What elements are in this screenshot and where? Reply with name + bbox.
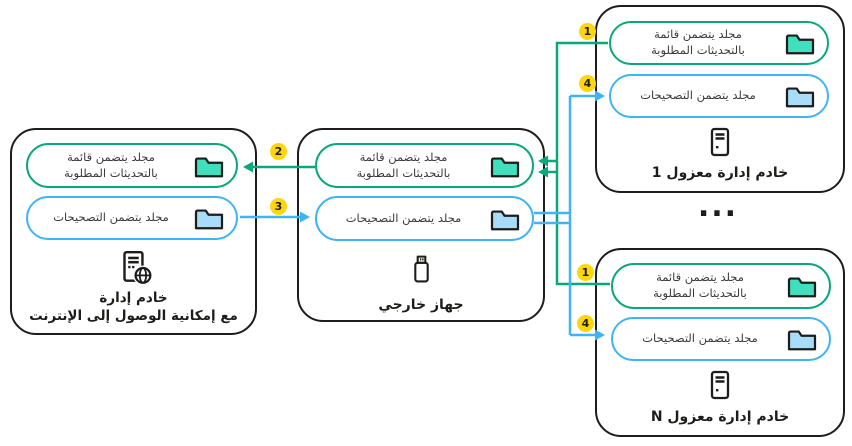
updates-folder-label-line2: بالتحديثات المطلوبة [356, 165, 451, 180]
updates-folder-label: مجلد يتضمن قائمة بالتحديثات المطلوبة [328, 150, 479, 181]
updates-folder-label-line1: مجلد يتضمن قائمة [656, 270, 744, 285]
updates-folder-pill: مجلد يتضمن قائمة بالتحديثات المطلوبة [609, 21, 829, 65]
internet-admin-server-title: خادم إدارة مع إمكانية الوصول إلى الإنترن… [12, 290, 255, 325]
updates-folder-label-line1: مجلد يتضمن قائمة [359, 149, 448, 164]
step-badge-1-bottom: 1 [577, 264, 594, 281]
blue-folder-icon [784, 83, 816, 109]
patches-folder-label-text: مجلد يتضمن التصحيحات [53, 210, 169, 225]
isolated-server-n-box: مجلد يتضمن قائمة بالتحديثات المطلوبة مجل… [595, 248, 845, 437]
patches-folder-pill: مجلد يتضمن التصحيحات [315, 196, 534, 241]
patches-folder-label-text: مجلد يتضمن التصحيحات [642, 331, 758, 346]
updates-folder-label-line2: بالتحديثات المطلوبة [651, 43, 745, 57]
step-badge-4-bottom: 4 [577, 315, 594, 332]
updates-folder-label-line1: مجلد يتضمن قائمة [67, 149, 155, 164]
blue-folder-icon [489, 206, 521, 232]
patches-folder-label: مجلد يتضمن التصحيحات [624, 331, 776, 347]
updates-folder-pill: مجلد يتضمن قائمة بالتحديثات المطلوبة [26, 143, 238, 188]
isolated-server-n-title: خادم إدارة معزول N [597, 408, 843, 426]
step-badge-3: 3 [270, 198, 287, 215]
blue-folder-icon [193, 205, 225, 231]
green-folder-icon [784, 30, 816, 56]
patches-folder-label-text: مجلد يتضمن التصحيحات [345, 210, 462, 225]
patches-folder-label-text: مجلد يتضمن التصحيحات [640, 88, 756, 103]
external-device-title: جهاز خارجي [299, 296, 543, 314]
isolated-server-1-box: مجلد يتضمن قائمة بالتحديثات المطلوبة مجل… [595, 5, 845, 193]
step-badge-2: 2 [270, 143, 287, 160]
internet-admin-server-title-line1: خادم إدارة [99, 290, 168, 306]
updates-folder-label-line2: بالتحديثات المطلوبة [64, 165, 158, 180]
patches-folder-pill: مجلد يتضمن التصحيحات [611, 317, 831, 361]
green-folder-icon [193, 153, 225, 179]
usb-drive-icon [299, 254, 543, 285]
green-folder-icon [786, 273, 818, 299]
server-with-globe-icon [12, 250, 255, 286]
updates-folder-pill: مجلد يتضمن قائمة بالتحديثات المطلوبة [611, 263, 831, 309]
external-device-title-text: جهاز خارجي [378, 297, 464, 313]
isolated-server-1-title-text: خادم إدارة معزول 1 [651, 165, 789, 181]
updates-folder-label: مجلد يتضمن قائمة بالتحديثات المطلوبة [624, 270, 776, 301]
isolated-server-n-title-text: خادم إدارة معزول N [650, 409, 790, 425]
step-badge-4-top: 4 [579, 75, 596, 92]
blue-folder-icon [786, 326, 818, 352]
updates-folder-label-line1: مجلد يتضمن قائمة [654, 27, 742, 42]
server-tower-icon [597, 127, 843, 157]
patches-folder-pill: مجلد يتضمن التصحيحات [609, 74, 829, 118]
isolated-server-1-title: خادم إدارة معزول 1 [597, 164, 843, 182]
updates-folder-label-line2: بالتحديثات المطلوبة [653, 286, 747, 300]
patches-folder-pill: مجلد يتضمن التصحيحات [26, 196, 238, 240]
patches-folder-label: مجلد يتضمن التصحيحات [622, 88, 774, 104]
updates-folder-label: مجلد يتضمن قائمة بالتحديثات المطلوبة [39, 150, 183, 181]
step-badge-1-top: 1 [579, 23, 596, 40]
external-device-box: مجلد يتضمن قائمة بالتحديثات المطلوبة مجل… [297, 128, 545, 322]
green-folder-icon [489, 153, 521, 179]
internet-admin-server-title-line2: مع إمكانية الوصول إلى الإنترنت [29, 307, 238, 324]
updates-folder-pill: مجلد يتضمن قائمة بالتحديثات المطلوبة [315, 143, 534, 188]
patches-folder-label: مجلد يتضمن التصحيحات [328, 211, 479, 227]
updates-folder-label: مجلد يتضمن قائمة بالتحديثات المطلوبة [622, 27, 774, 58]
patches-folder-label: مجلد يتضمن التصحيحات [39, 210, 183, 226]
internet-admin-server-box: مجلد يتضمن قائمة بالتحديثات المطلوبة مجل… [10, 128, 257, 335]
more-servers-ellipsis: ... [697, 189, 739, 224]
server-tower-icon [597, 370, 843, 400]
